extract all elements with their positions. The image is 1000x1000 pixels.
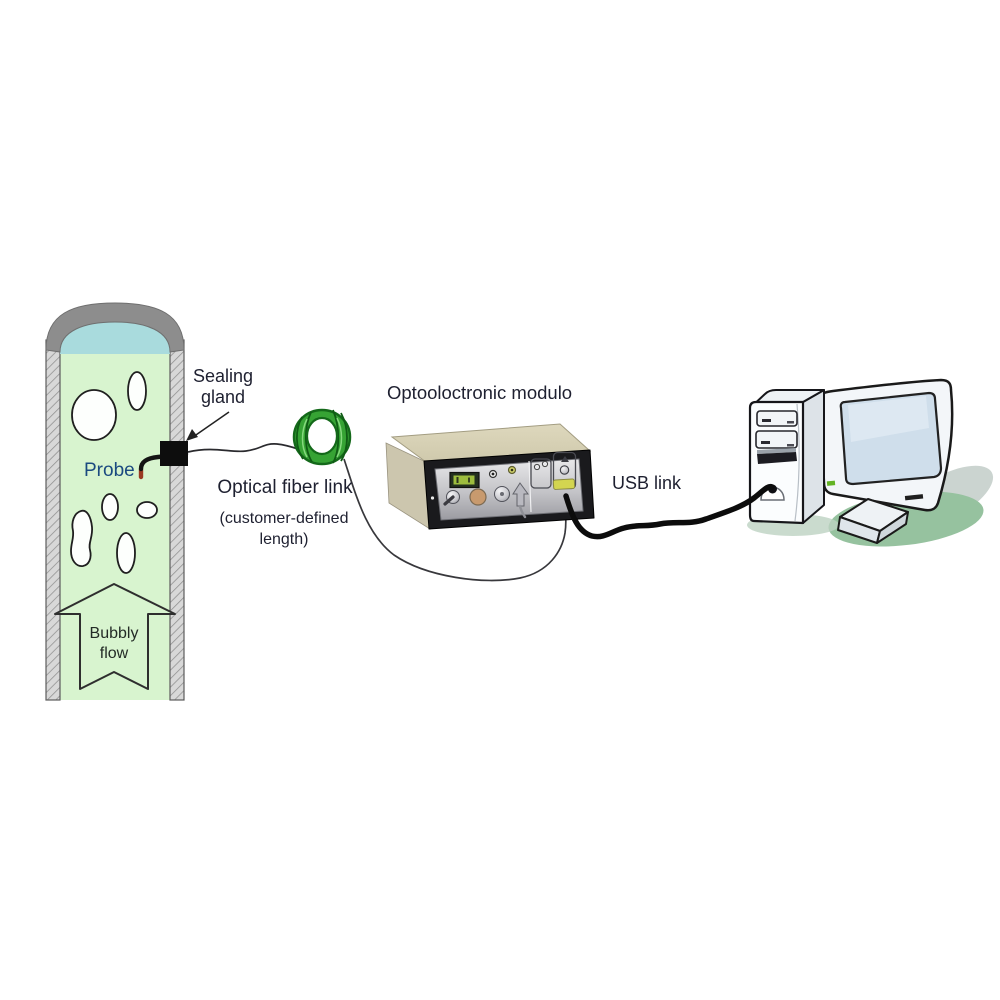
drive-bay-2 xyxy=(755,430,798,449)
fiber-coil xyxy=(292,408,352,466)
label-fiber-length-note: (customer-defined length) xyxy=(192,509,376,551)
sealing-gland xyxy=(160,441,188,466)
flow-column xyxy=(45,302,185,701)
desktop-tower xyxy=(748,389,825,525)
bubble xyxy=(136,501,158,519)
panel-screw xyxy=(430,496,435,500)
module-subpanel-1 xyxy=(530,458,552,489)
power-led xyxy=(826,480,836,486)
monitor-stand xyxy=(837,498,909,544)
computer xyxy=(747,378,994,547)
label-sticker xyxy=(552,478,576,490)
liquid-surface xyxy=(60,320,170,354)
indicator-led-dot xyxy=(510,468,514,472)
panel-separator xyxy=(528,460,532,513)
floppy-slot xyxy=(757,452,797,464)
sealing-gland-pointer-line xyxy=(192,411,230,438)
tower-side-face xyxy=(802,389,825,524)
module-subpanel-2 xyxy=(552,451,577,490)
bubble xyxy=(71,389,117,441)
label-fiber-note-line2: length) xyxy=(259,530,309,548)
label-sealing-gland: Sealing gland xyxy=(168,366,278,408)
sealing-gland-pointer-arrowhead xyxy=(186,429,198,441)
bubble xyxy=(116,532,136,574)
toggle-switch xyxy=(443,490,460,506)
bubbly-flow-arrow xyxy=(54,583,176,690)
label-bubbly-flow: Bubbly flow xyxy=(79,624,149,664)
optical-fiber-cable xyxy=(187,443,302,453)
bubble xyxy=(70,509,94,567)
usb-cable xyxy=(563,483,775,540)
label-bubbly-flow-line1: Bubbly xyxy=(89,625,139,642)
bubble xyxy=(127,371,147,411)
fiber-input-connector xyxy=(512,482,529,519)
drive-bay-1 xyxy=(756,410,798,427)
label-bubbly-flow-line2: flow xyxy=(99,645,129,662)
bubble xyxy=(101,493,119,521)
monitor xyxy=(818,378,954,544)
metal-knob-center xyxy=(500,492,504,496)
bubbles xyxy=(70,371,158,574)
label-sealing-gland-line2: gland xyxy=(200,386,246,407)
optoelectronic-module xyxy=(385,423,595,530)
tower-front-contour xyxy=(794,403,800,522)
lcd-display xyxy=(449,471,480,489)
label-usb-link: USB link xyxy=(612,473,682,493)
label-sealing-gland-line1: Sealing xyxy=(192,366,254,386)
screen-glare xyxy=(848,396,929,442)
label-optical-fiber-link: Optical fiber link xyxy=(217,477,353,498)
label-optoelectronic-module: Optooloctronic modulo xyxy=(387,382,573,403)
monitor-badge xyxy=(904,494,924,501)
tube-dome-cap xyxy=(45,302,185,353)
tube-wall-left xyxy=(45,339,61,701)
label-fiber-note-line1: (customer-defined xyxy=(219,510,349,527)
probe xyxy=(138,451,189,472)
label-probe: Probe xyxy=(84,460,135,481)
brass-connector xyxy=(469,488,487,506)
optical-fiber-loop xyxy=(343,458,567,582)
indicator-led-dot xyxy=(491,472,495,476)
